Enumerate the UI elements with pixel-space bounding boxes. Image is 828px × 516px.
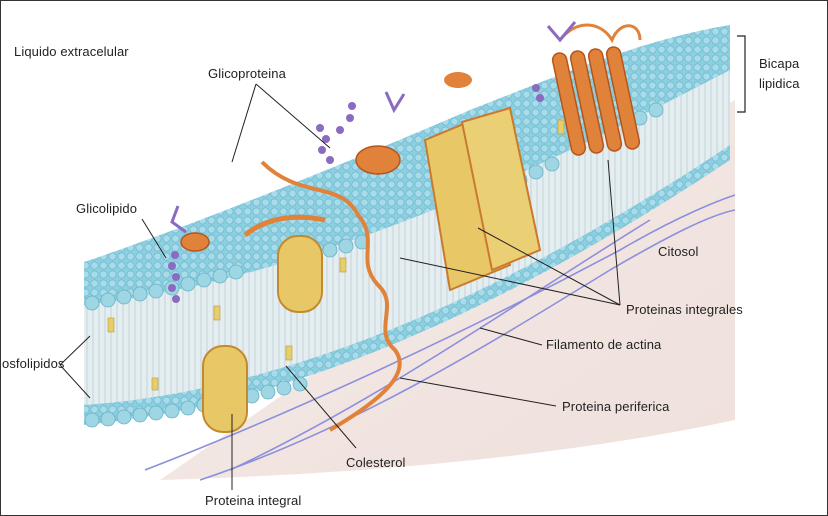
label-phospholipids: osfolipidos bbox=[2, 356, 65, 372]
label-integral-protein: Proteina integral bbox=[205, 493, 301, 509]
label-bilayer-line2: lipidica bbox=[759, 76, 800, 92]
bilayer-bracket bbox=[737, 36, 745, 112]
label-peripheral-protein: Proteina periferica bbox=[562, 399, 669, 415]
label-cholesterol: Colesterol bbox=[346, 455, 406, 471]
label-glycoprotein: Glicoproteina bbox=[208, 66, 286, 82]
peripheral-protein-top bbox=[356, 146, 400, 174]
integral-protein-middle bbox=[278, 236, 322, 312]
label-extracellular-fluid: Liquido extracelular bbox=[14, 44, 129, 60]
glycolipid-head bbox=[181, 233, 209, 251]
label-integral-proteins: Proteinas integrales bbox=[626, 302, 743, 318]
integral-protein-bottom bbox=[203, 346, 247, 432]
label-glycolipid: Glicolipido bbox=[76, 201, 137, 217]
label-actin-filament: Filamento de actina bbox=[546, 337, 661, 353]
label-bilayer-line1: Bicapa bbox=[759, 56, 799, 72]
label-cytosol: Citosol bbox=[658, 244, 698, 260]
